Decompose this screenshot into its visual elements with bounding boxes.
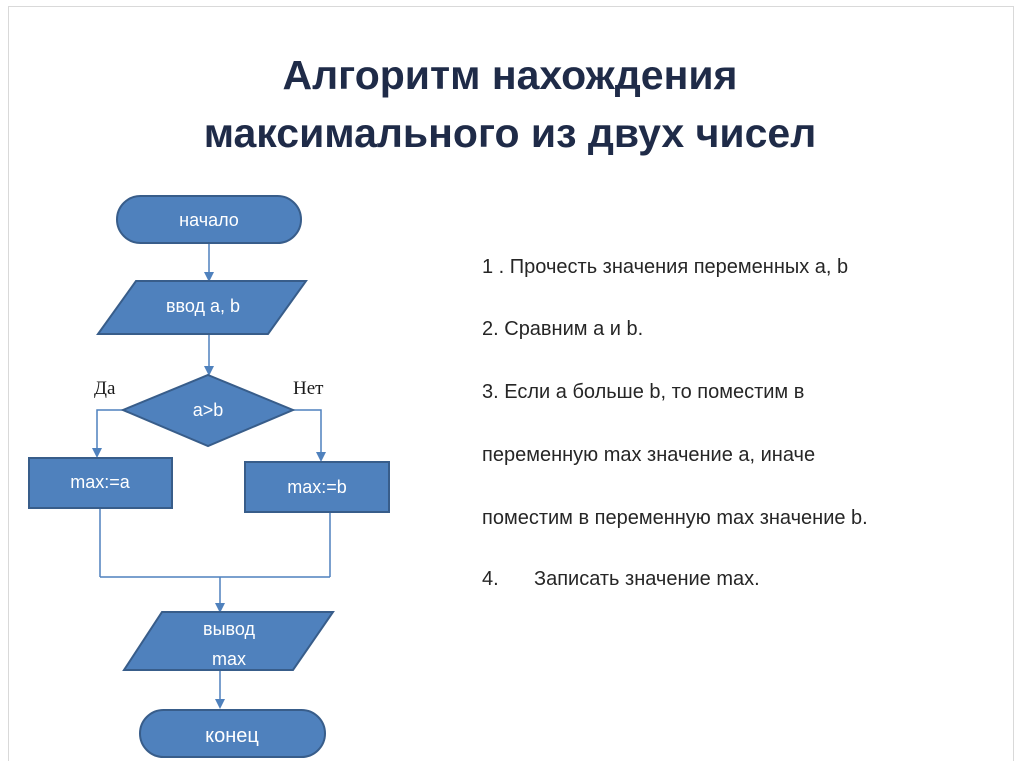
step-4: 4.Записать значение max. [482,568,760,590]
connector-no-branch [293,409,326,462]
start-terminator [116,195,302,244]
no-branch-label: Нет [293,378,324,399]
assign-a-process [28,457,173,509]
start-label: начало [179,210,239,230]
condition-diamond [120,373,296,448]
step-1: 1 . Прочесть значения переменных a, b [482,256,849,278]
condition-label: a>b [193,400,224,420]
yes-branch-label: Да [94,378,116,399]
end-terminator [139,709,326,758]
step-2: 2. Сравним a и b. [482,318,644,340]
step-3: 3. Если a больше b, то поместим в [482,381,805,403]
title-line-2: максимального из двух чисел [203,110,817,156]
connector-yes-branch [92,409,123,458]
assign-b-label: max:=b [287,477,347,497]
assign-b-process [244,461,390,513]
page-title: Алгоритм нахождения максимального из дву… [60,46,960,162]
assign-a-label: max:=a [70,472,131,492]
output-parallelogram [122,611,335,671]
input-parallelogram [96,280,308,335]
title-line-1: Алгоритм нахождения [282,52,738,98]
output-label-line2: max [212,649,246,669]
output-label-line1: вывод [203,619,255,639]
input-label: ввод a, b [166,296,240,316]
connectors [92,243,331,709]
step-3-continued-b: поместим в переменную max значение b. [482,507,868,529]
end-label: конец [205,725,259,747]
step-3-continued-a: переменную max значение а, иначе [482,444,816,466]
